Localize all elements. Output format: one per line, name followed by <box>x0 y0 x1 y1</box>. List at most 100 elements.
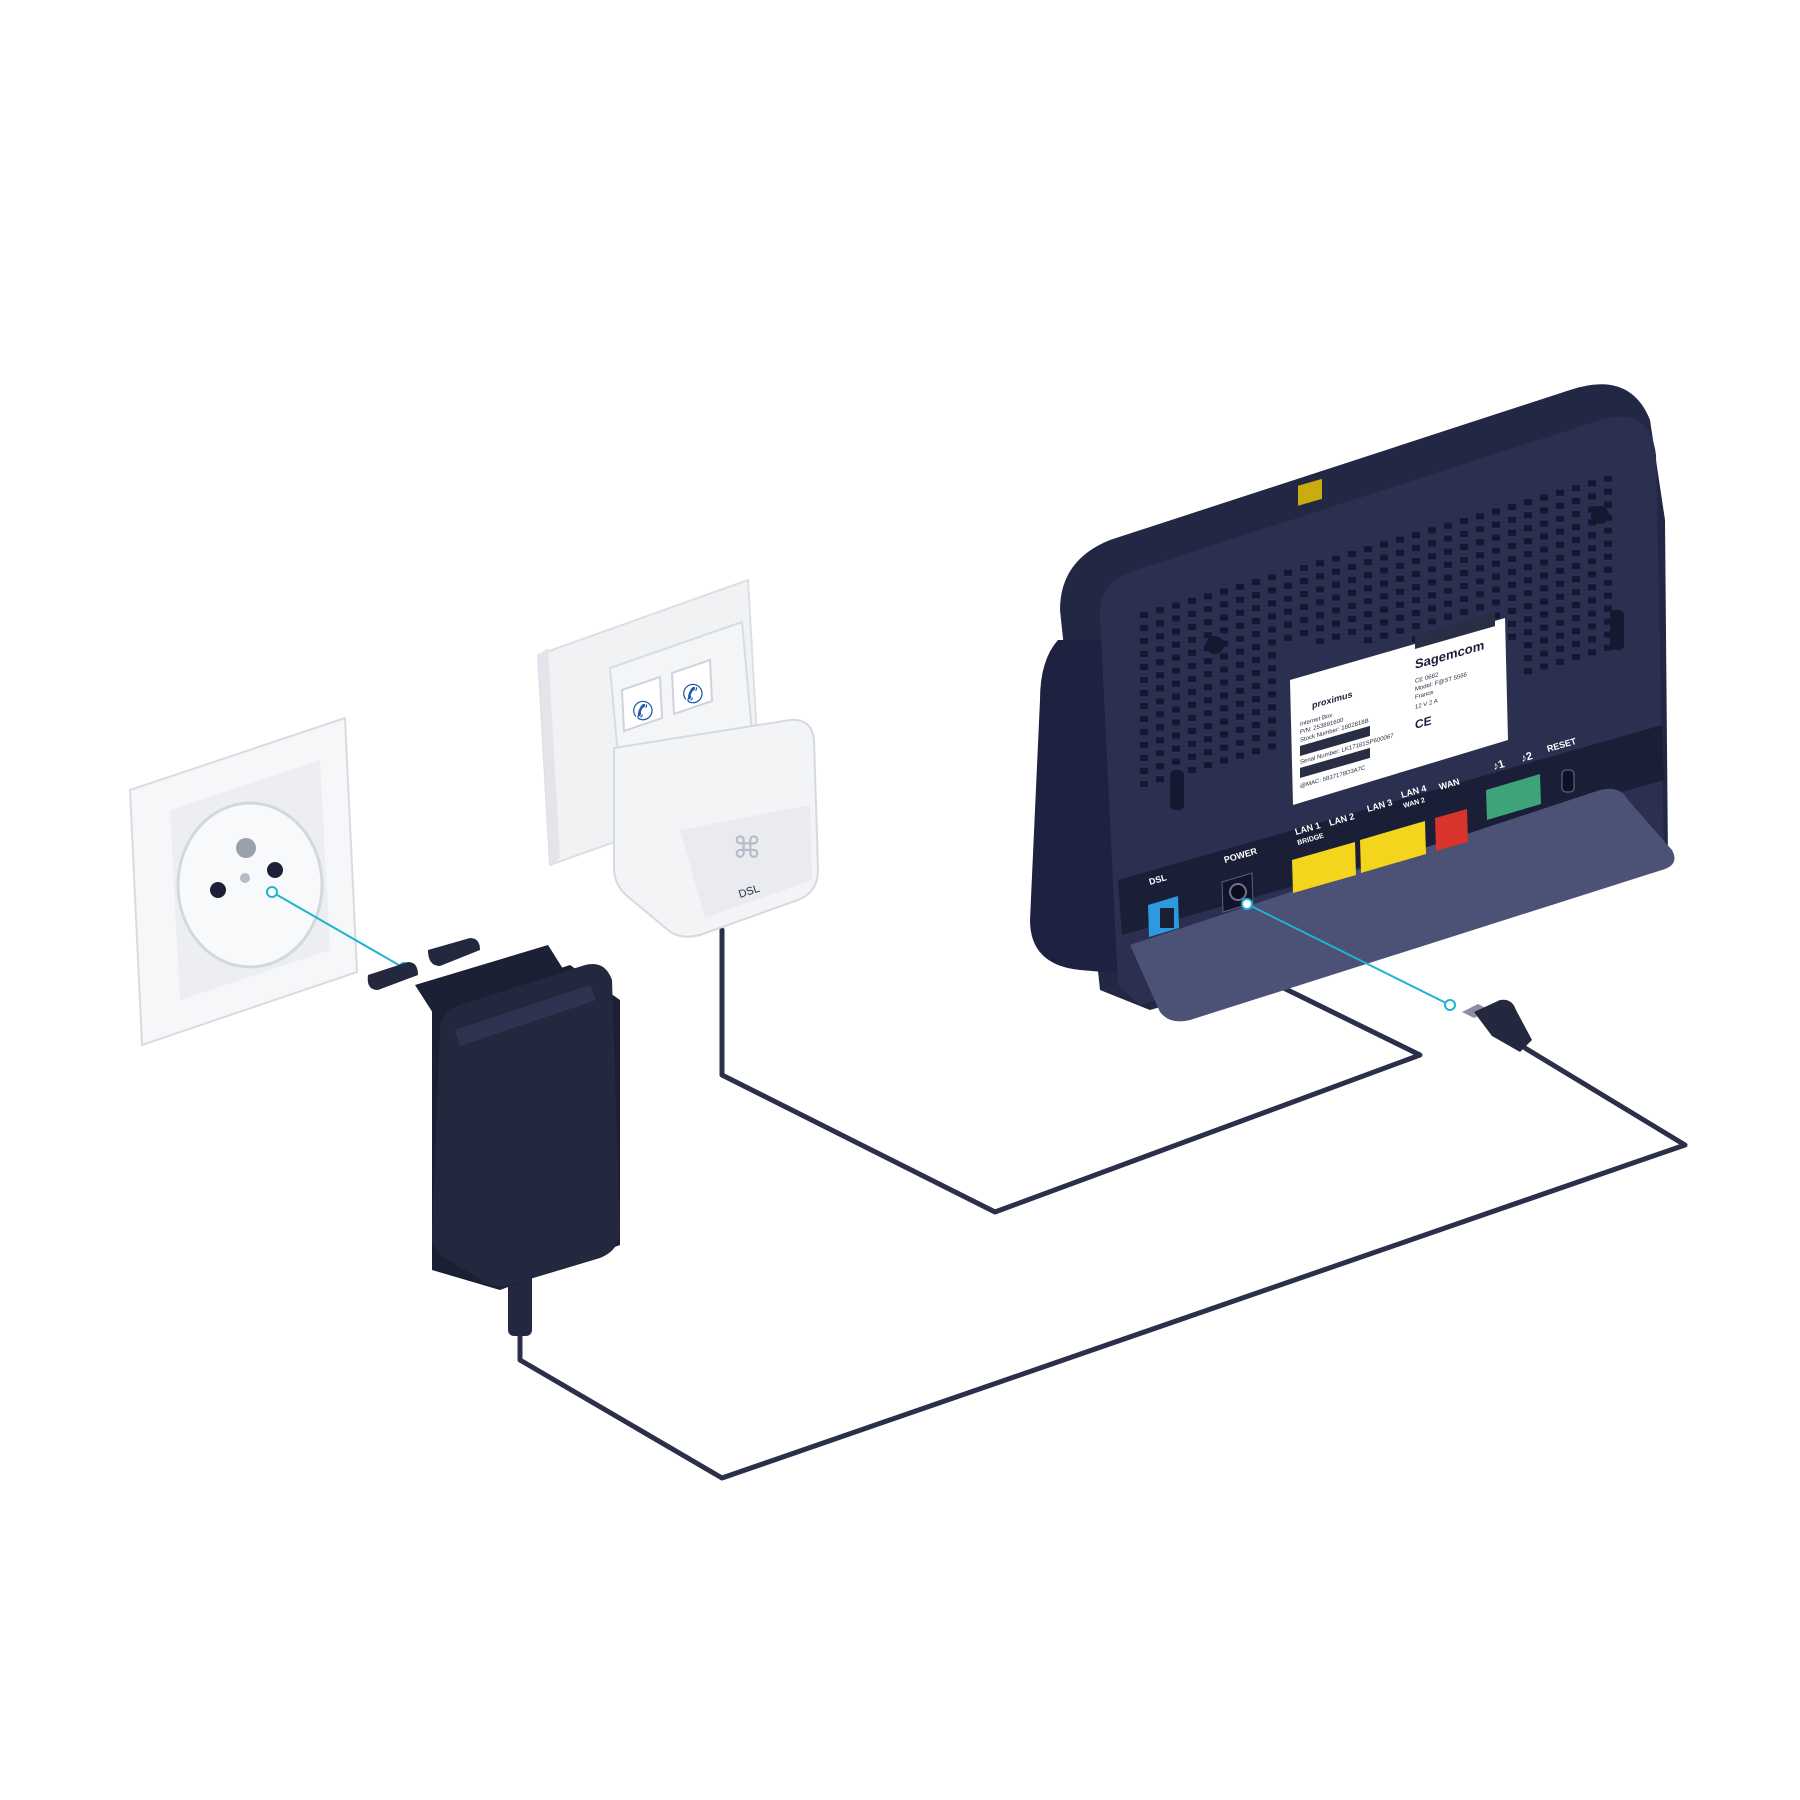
vent-hole <box>1524 538 1532 545</box>
vent-hole <box>1156 711 1164 718</box>
vent-hole <box>1316 573 1324 580</box>
vent-hole <box>1140 625 1148 631</box>
vent-hole <box>1332 620 1340 627</box>
lan1-lan2-port-block[interactable] <box>1292 842 1356 893</box>
vent-hole <box>1508 620 1516 627</box>
phone-ports-block[interactable] <box>1486 774 1541 820</box>
vent-hole <box>1428 592 1436 599</box>
phone-icon: ✆ <box>632 697 654 727</box>
vent-hole <box>1188 727 1196 734</box>
vent-hole <box>1236 609 1244 616</box>
vent-hole <box>1252 592 1260 599</box>
vent-hole <box>1588 558 1596 565</box>
vent-hole <box>1220 640 1228 647</box>
vent-hole <box>1156 659 1164 666</box>
vent-hole <box>1428 553 1436 560</box>
vent-hole <box>1460 531 1468 537</box>
vent-hole <box>1236 726 1244 733</box>
cables <box>508 927 1688 1481</box>
vent-hole <box>1348 628 1356 635</box>
vent-hole <box>1492 547 1500 554</box>
vent-hole <box>1508 516 1516 523</box>
vent-hole <box>1348 563 1356 570</box>
vent-hole <box>1540 637 1548 644</box>
vent-hole <box>1524 668 1532 675</box>
ce-mark: CE <box>1415 713 1432 731</box>
vent-hole <box>1252 748 1260 755</box>
vent-hole <box>1380 619 1388 626</box>
sticker-barcode <box>1300 747 1370 778</box>
vent-hole <box>1204 762 1212 769</box>
vent-hole <box>1364 546 1372 553</box>
vent-hole <box>1396 562 1404 569</box>
vent-hole <box>1604 475 1612 482</box>
sticker-barcode <box>1300 725 1370 756</box>
vent-hole <box>1604 501 1612 508</box>
router: proximus Internet Box P/N: 253891600 Sto… <box>1030 384 1675 1022</box>
vent-hole <box>1268 600 1276 607</box>
vent-hole <box>1220 653 1228 660</box>
power-barrel-plug <box>1462 999 1532 1052</box>
vent-hole <box>1252 631 1260 638</box>
vent-hole <box>1380 606 1388 613</box>
lan3-lan4-port-block[interactable] <box>1360 821 1426 873</box>
vent-hole <box>1460 570 1468 576</box>
vent-hole <box>1540 624 1548 631</box>
vent-hole <box>1556 593 1564 600</box>
vent-hole <box>1604 631 1612 638</box>
vent-hole <box>1460 596 1468 602</box>
vent-hole <box>1348 589 1356 596</box>
vent-hole <box>1300 578 1308 584</box>
vent-hole <box>1588 545 1596 552</box>
vent-hole <box>1156 646 1164 653</box>
vent-hole <box>1508 529 1516 536</box>
sticker-barcode <box>1415 612 1495 650</box>
vent-hole <box>1524 655 1532 662</box>
lan1-port[interactable] <box>1298 478 1322 506</box>
vent-hole <box>1604 605 1612 612</box>
vent-hole <box>1572 615 1580 622</box>
vent-hole <box>1428 566 1436 573</box>
vent-hole <box>1188 714 1196 721</box>
vent-hole <box>1476 591 1484 598</box>
vent-hole <box>1572 576 1580 583</box>
vent-hole <box>1252 605 1260 612</box>
vent-hole <box>1604 527 1612 534</box>
vent-hole <box>1300 565 1308 571</box>
vent-hole <box>1172 628 1180 635</box>
vent-hole <box>1508 581 1516 588</box>
vent-hole <box>1524 629 1532 636</box>
vent-hole <box>1524 603 1532 610</box>
vent-hole <box>1236 648 1244 655</box>
vent-hole <box>1540 546 1548 553</box>
vent-hole <box>1540 585 1548 592</box>
vent-hole <box>1252 696 1260 703</box>
vent-hole <box>1524 512 1532 519</box>
vent-hole <box>1172 615 1180 622</box>
vent-hole <box>1268 574 1276 581</box>
vent-hole <box>1332 607 1340 614</box>
phone2-port-label: ♪2 <box>1520 750 1534 765</box>
vent-hole <box>1140 677 1148 683</box>
vent-hole <box>1524 642 1532 649</box>
vent-hole <box>1316 586 1324 593</box>
vent-hole <box>1492 586 1500 593</box>
vent-hole <box>1380 632 1388 639</box>
vent-hole <box>1556 528 1564 535</box>
vent-hole <box>1188 597 1196 604</box>
vent-hole <box>1508 607 1516 614</box>
vent-hole <box>1268 730 1276 737</box>
reset-button[interactable] <box>1561 769 1575 793</box>
vent-hole <box>1204 658 1212 665</box>
vent-hole <box>1572 628 1580 635</box>
vent-hole <box>1588 649 1596 656</box>
dsl-cable <box>719 927 1423 1215</box>
vent-hole <box>1268 652 1276 659</box>
phone1-port-label: ♪1 <box>1492 758 1506 773</box>
vent-hole <box>1556 502 1564 509</box>
wan-port[interactable] <box>1435 809 1468 851</box>
vent-hole <box>1588 532 1596 539</box>
vent-hole <box>1540 494 1548 501</box>
filter-front-face <box>680 805 812 918</box>
vent-hole <box>1572 498 1580 505</box>
